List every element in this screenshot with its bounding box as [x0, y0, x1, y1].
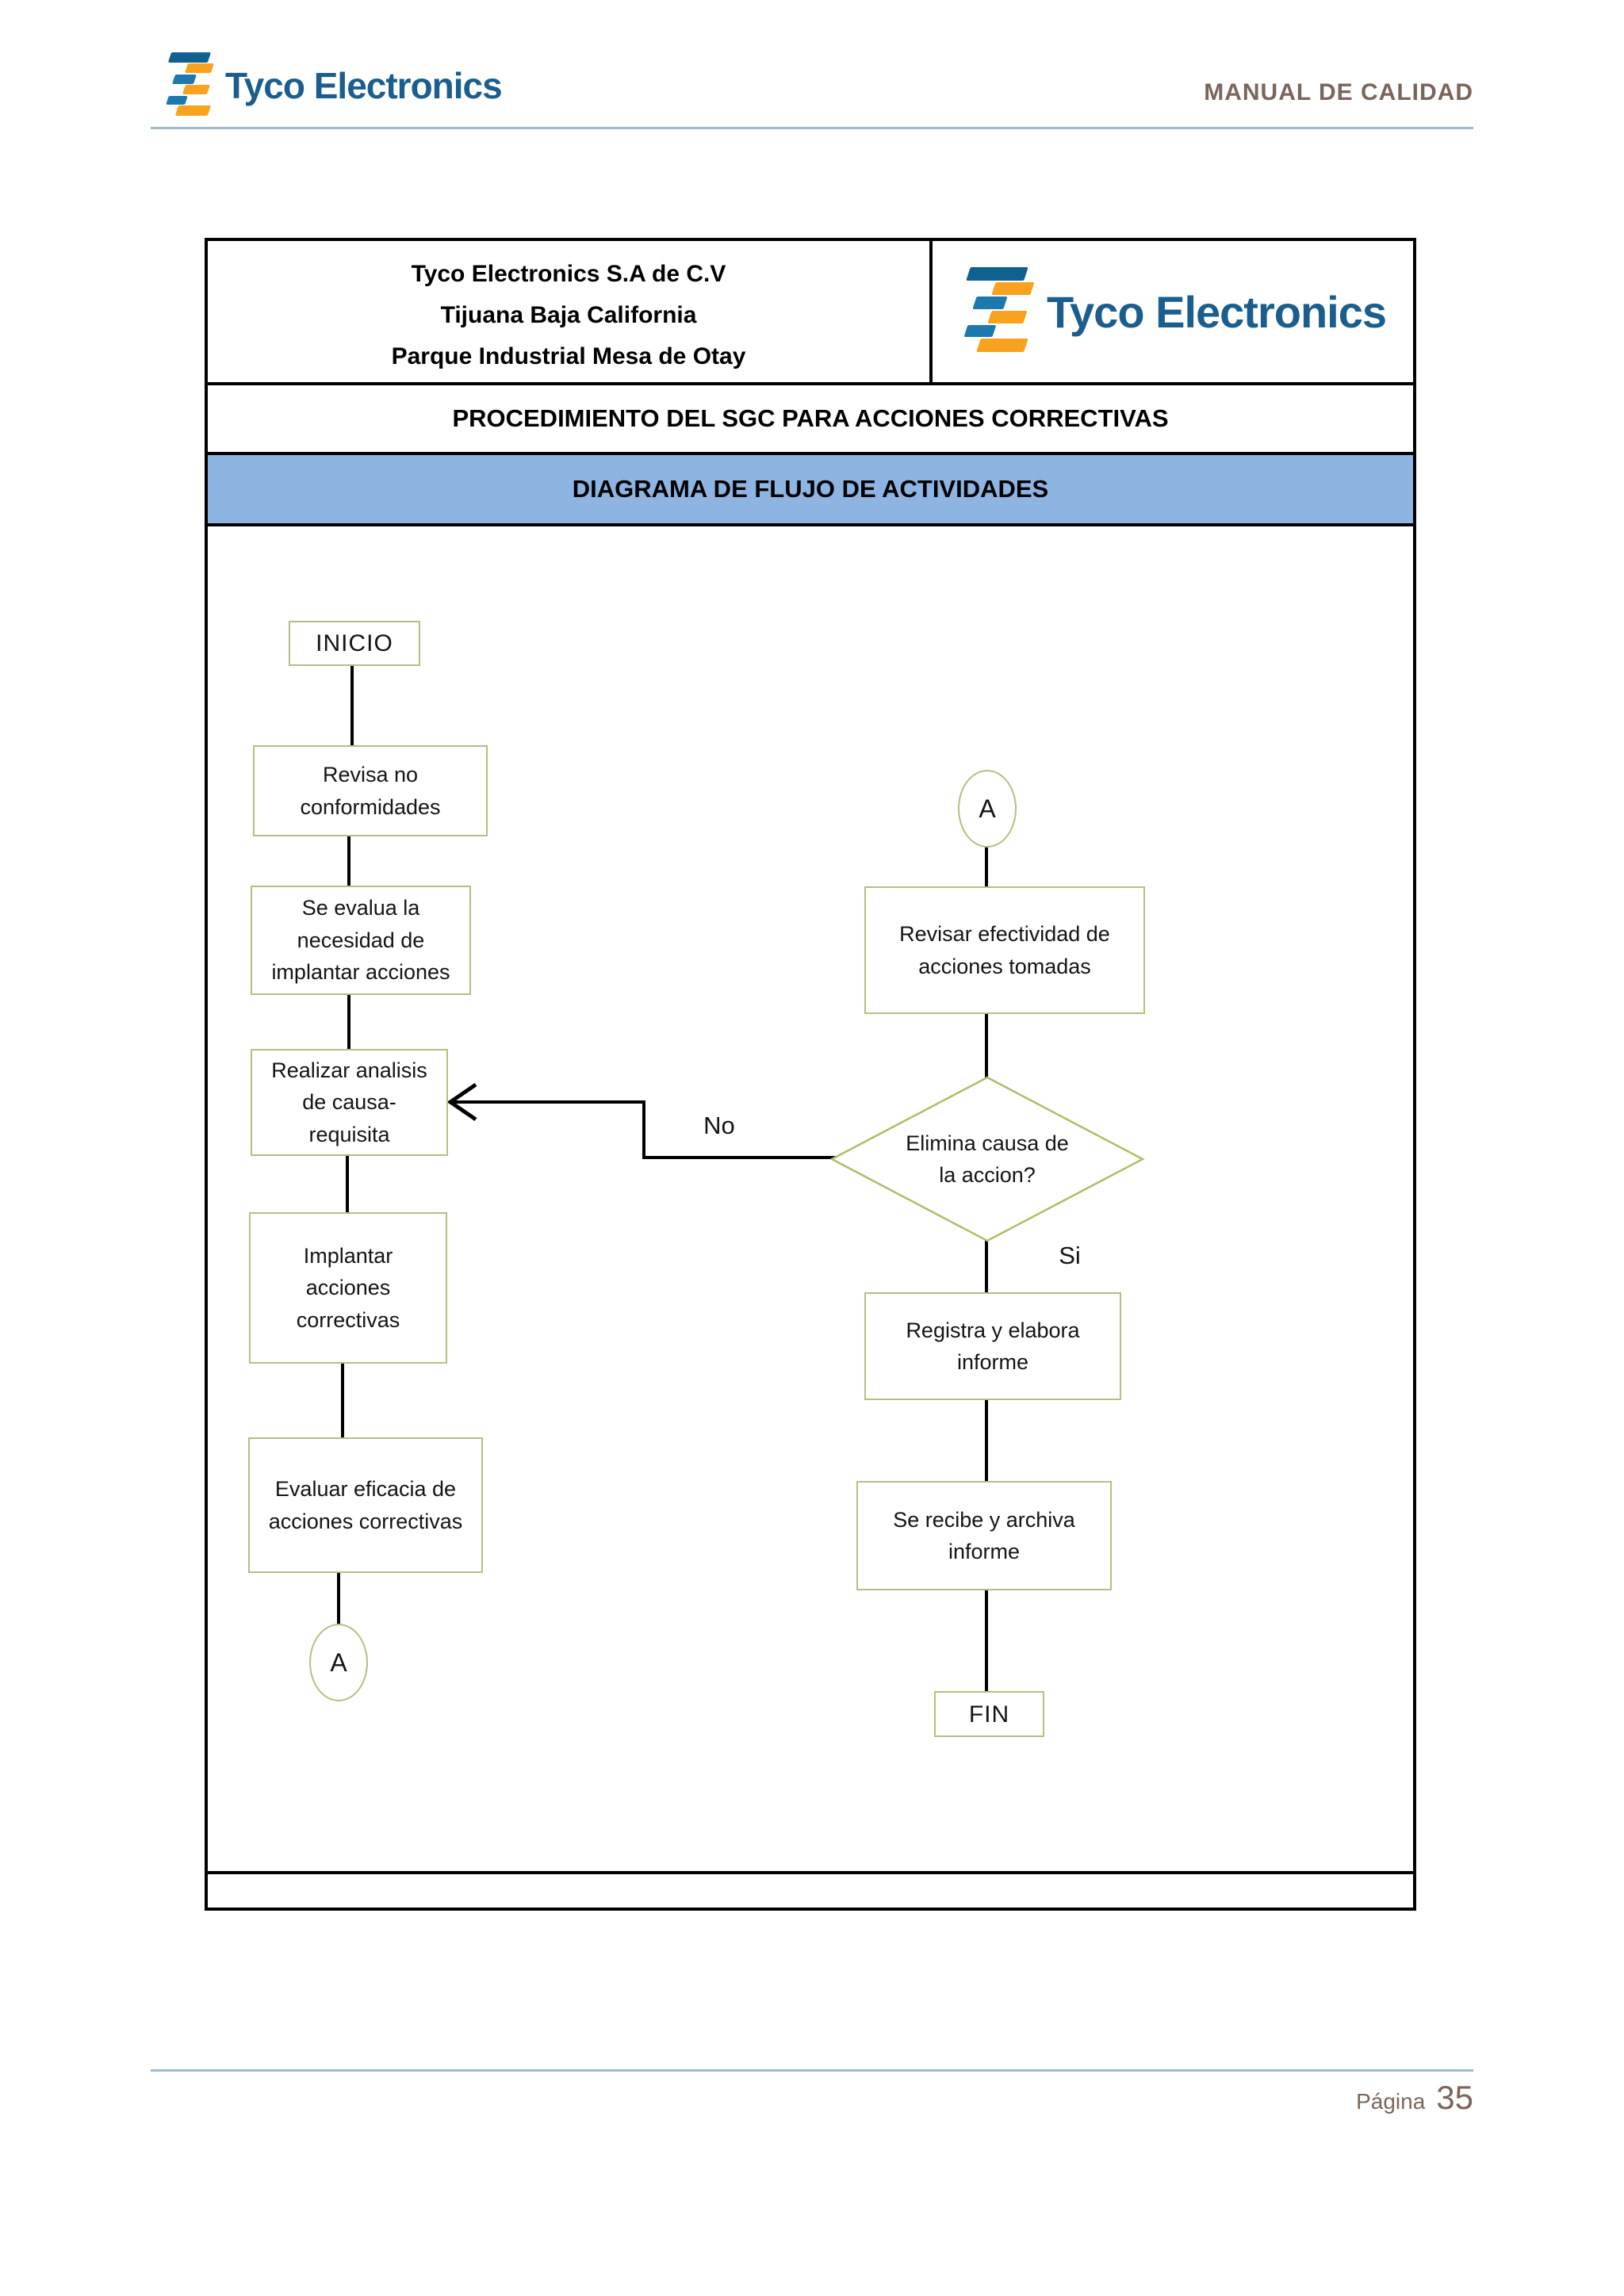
decision-diamond [829, 1076, 1145, 1242]
logo-stripe-6 [174, 105, 211, 116]
logo-stripe-5 [963, 324, 996, 337]
company-info-cell: Tyco Electronics S.A de C.V Tijuana Baja… [208, 241, 933, 382]
footer-rule [151, 2069, 1473, 2072]
logo-stripe-6 [976, 338, 1029, 352]
flow-node-evaluar-eficacia: Evaluar eficacia de acciones correctivas [248, 1437, 483, 1573]
flow-node-fin: FIN [934, 1691, 1044, 1737]
logo-stripe-3 [972, 296, 1008, 309]
document-title: MANUAL DE CALIDAD [1204, 79, 1473, 105]
logo-stripe-2 [991, 282, 1035, 295]
logo-stripe-2 [185, 63, 215, 74]
branch-label-no: No [703, 1112, 735, 1139]
page-number: Página 35 [1356, 2079, 1473, 2117]
flow-node-analisis-causa: Realizar analisis de causa- requisita [251, 1049, 448, 1156]
logo-stripe-4 [987, 310, 1028, 323]
table-row-empty [208, 1874, 1413, 1908]
arrowhead-into-analisis-icon [446, 1082, 477, 1122]
flowchart-canvas: INICIO Revisa no conformidades Se evalua… [208, 526, 1413, 1874]
flow-node-recibe-archiva: Se recibe y archiva informe [856, 1481, 1112, 1590]
branch-label-si: Si [1059, 1242, 1081, 1269]
table-row-company: Tyco Electronics S.A de C.V Tijuana Baja… [208, 241, 1413, 385]
tyco-logo-icon [163, 52, 215, 119]
tyco-logo-icon [959, 267, 1035, 356]
flow-connectors [337, 666, 1145, 1693]
logo-cell: Tyco Electronics [933, 241, 1413, 382]
flow-connector-a-left: A [309, 1624, 368, 1701]
logo-stripe-5 [166, 95, 189, 105]
flow-node-revisa-no-conformidades: Revisa no conformidades [253, 745, 488, 836]
company-city: Tijuana Baja California [440, 302, 697, 328]
flow-node-inicio: INICIO [289, 621, 420, 666]
flow-node-revisar-efectividad: Revisar efectividad de acciones tomadas [864, 886, 1145, 1014]
flow-node-evalua-necesidad: Se evalua la necesidad de implantar acci… [251, 886, 471, 995]
logo-stripe-1 [167, 52, 211, 63]
decision-label: Elimina causa de la accion? [906, 1131, 1069, 1188]
page-number-value: 35 [1436, 2079, 1473, 2116]
company-park: Parque Industrial Mesa de Otay [391, 343, 746, 369]
flow-node-implantar-acciones: Implantar acciones correctivas [249, 1212, 447, 1364]
flow-node-registra-informe: Registra y elabora informe [864, 1292, 1121, 1400]
company-name: Tyco Electronics S.A de C.V [411, 261, 726, 287]
page-number-label: Página [1356, 2089, 1426, 2114]
procedure-table: Tyco Electronics S.A de C.V Tijuana Baja… [205, 238, 1416, 1911]
flow-connector-a-right: A [958, 770, 1017, 848]
logo-stripe-3 [171, 74, 197, 84]
header-rule [151, 127, 1473, 129]
brand-name: Tyco Electronics [225, 65, 503, 106]
header-brand: Tyco Electronics [163, 52, 503, 119]
logo-stripe-4 [182, 85, 210, 94]
brand-name: Tyco Electronics [1046, 286, 1387, 337]
procedure-title-row: PROCEDIMIENTO DEL SGC PARA ACCIONES CORR… [208, 385, 1413, 455]
diagram-title-band: DIAGRAMA DE FLUJO DE ACTIVIDADES [208, 455, 1413, 526]
logo-stripe-1 [966, 267, 1029, 281]
